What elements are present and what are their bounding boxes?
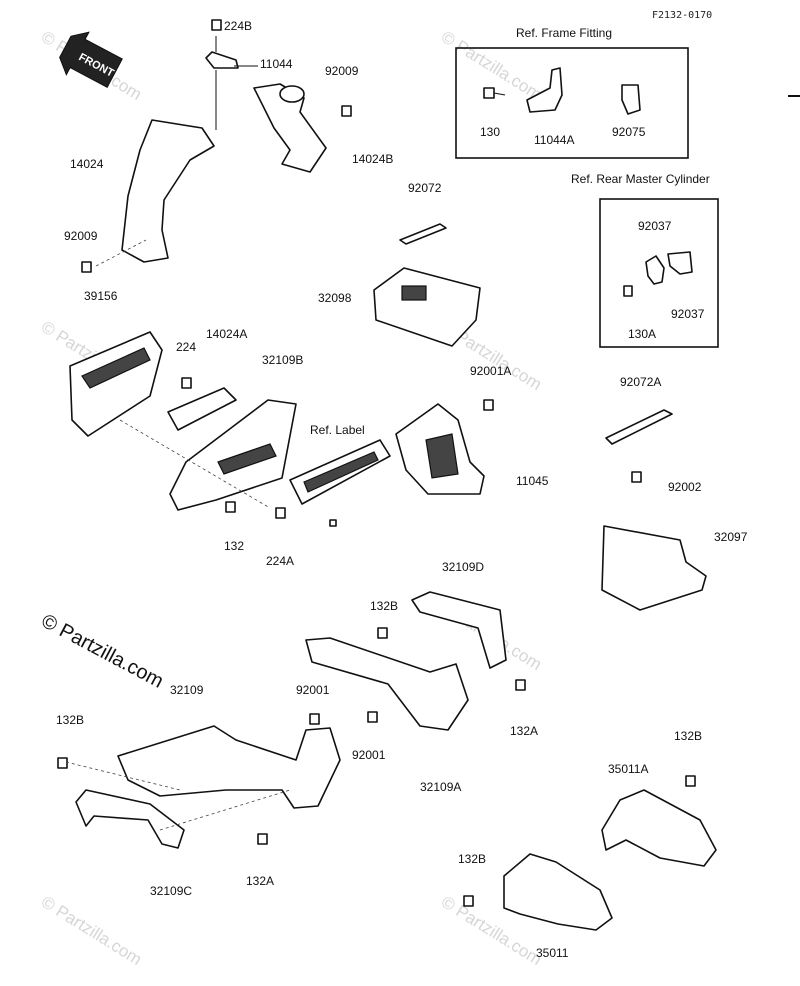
bolt-130-icon bbox=[483, 87, 506, 99]
bracket-32109a-icon bbox=[305, 637, 469, 731]
part-92001a-label: 92001A bbox=[470, 364, 511, 378]
part-14024b-label: 14024B bbox=[352, 152, 393, 166]
part-92037b-label: 92037 bbox=[671, 307, 705, 321]
part-32109c-label: 32109C bbox=[150, 884, 192, 898]
bolt-132b-top-icon bbox=[377, 627, 388, 639]
part-132-label: 132 bbox=[224, 539, 244, 553]
band-92072a-icon bbox=[605, 409, 673, 445]
part-32098-label: 32098 bbox=[318, 291, 352, 305]
lens-14024a-icon bbox=[167, 387, 237, 431]
plate-11044-icon bbox=[205, 51, 239, 69]
plate-92037b-icon bbox=[667, 251, 693, 275]
part-39156-label: 39156 bbox=[84, 289, 118, 303]
part-32109a-label: 32109A bbox=[420, 780, 461, 794]
bolt-92002-icon bbox=[631, 471, 642, 483]
ref-label-title: Ref. Label bbox=[310, 423, 365, 437]
ref-rear-master-cylinder-box bbox=[599, 198, 719, 348]
handle-32109c-icon bbox=[75, 789, 185, 849]
part-92075-label: 92075 bbox=[612, 125, 646, 139]
part-11044-label: 11044 bbox=[260, 57, 293, 71]
bolt-92001a-icon bbox=[483, 399, 494, 411]
part-132a-right-label: 132A bbox=[510, 724, 538, 738]
ref-frame-fitting-title: Ref. Frame Fitting bbox=[516, 26, 612, 40]
part-92072a-label: 92072A bbox=[620, 375, 661, 389]
bolt-224a-icon bbox=[275, 507, 286, 519]
bolt-132b-right-icon bbox=[685, 775, 696, 787]
bolt-224-icon bbox=[181, 377, 192, 389]
part-11044a-label: 11044A bbox=[534, 133, 574, 147]
part-132b-top-label: 132B bbox=[370, 599, 398, 613]
bolt-92009-left-icon bbox=[81, 261, 92, 273]
part-132b-left-label: 132B bbox=[56, 713, 84, 727]
part-14024-label: 14024 bbox=[70, 157, 104, 171]
plate-92037a-icon bbox=[645, 255, 665, 285]
bracket-32109-icon bbox=[117, 725, 341, 809]
handle-32109d-icon bbox=[411, 591, 507, 669]
part-92001-right-label: 92001 bbox=[352, 748, 386, 762]
bracket-32109b-slot-icon bbox=[217, 443, 277, 475]
bolt-130a-icon bbox=[623, 285, 633, 297]
guard-14024-icon bbox=[121, 119, 215, 263]
tray-32097-icon bbox=[601, 525, 707, 611]
box-32098-icon bbox=[373, 267, 481, 347]
grommet-icon bbox=[279, 85, 305, 103]
part-32109-label: 32109 bbox=[170, 683, 204, 697]
part-132b-right-label: 132B bbox=[674, 729, 702, 743]
clip-92075-icon bbox=[621, 84, 641, 115]
ref-frame-fitting-box bbox=[455, 47, 689, 159]
ref-label-strip-icon bbox=[303, 451, 379, 493]
part-11045-label: 11045 bbox=[516, 474, 549, 488]
part-35011a-label: 35011A bbox=[608, 762, 648, 776]
watermark-6: © Partzilla.com bbox=[38, 892, 145, 969]
part-92072-label: 92072 bbox=[408, 181, 442, 195]
part-92001-left-label: 92001 bbox=[296, 683, 330, 697]
footpeg-35011a-icon bbox=[601, 789, 717, 867]
part-92009-left-label: 92009 bbox=[64, 229, 98, 243]
part-35011-label: 35011 bbox=[536, 946, 569, 960]
bolt-132b-left-icon bbox=[57, 757, 68, 769]
bracket-11044a-icon bbox=[526, 67, 563, 113]
screw-icon bbox=[329, 519, 337, 527]
diagram-code: F2132-0170 bbox=[652, 10, 712, 21]
part-132b-bottom-label: 132B bbox=[458, 852, 486, 866]
part-130-label: 130 bbox=[480, 125, 500, 139]
bolt-92001-right-icon bbox=[367, 711, 378, 723]
bolt-132a-right-icon bbox=[515, 679, 526, 691]
ref-rear-master-cylinder-title: Ref. Rear Master Cylinder bbox=[571, 172, 710, 186]
bolt-92009-top-icon bbox=[341, 105, 352, 117]
part-224b-label: 224B bbox=[224, 19, 252, 33]
part-130a-label: 130A bbox=[628, 327, 656, 341]
part-92002-label: 92002 bbox=[668, 480, 702, 494]
part-224a-label: 224A bbox=[266, 554, 294, 568]
bolt-224b-icon bbox=[211, 19, 222, 31]
watermark-main: © Partzilla.com bbox=[38, 610, 167, 693]
bracket-32109b-icon bbox=[169, 399, 297, 511]
part-14024a-label: 14024A bbox=[206, 327, 247, 341]
part-92009-top-label: 92009 bbox=[325, 64, 359, 78]
part-132a-left-label: 132A bbox=[246, 874, 274, 888]
part-224-label: 224 bbox=[176, 340, 196, 354]
bolt-132-icon bbox=[225, 501, 236, 513]
part-32109b-label: 32109B bbox=[262, 353, 303, 367]
part-32097-label: 32097 bbox=[714, 530, 748, 544]
band-92072-icon bbox=[399, 223, 447, 245]
bolt-132b-bottom-icon bbox=[463, 895, 474, 907]
part-92037a-label: 92037 bbox=[638, 219, 672, 233]
bolt-92001-left-icon bbox=[309, 713, 320, 725]
part-32109d-label: 32109D bbox=[442, 560, 484, 574]
box-32098-window-icon bbox=[401, 285, 427, 301]
footpeg-35011-icon bbox=[503, 853, 613, 931]
lamp-39156-lens-icon bbox=[81, 347, 151, 389]
bolt-132a-left-icon bbox=[257, 833, 268, 845]
bracket-11045-slot-icon bbox=[425, 433, 459, 479]
